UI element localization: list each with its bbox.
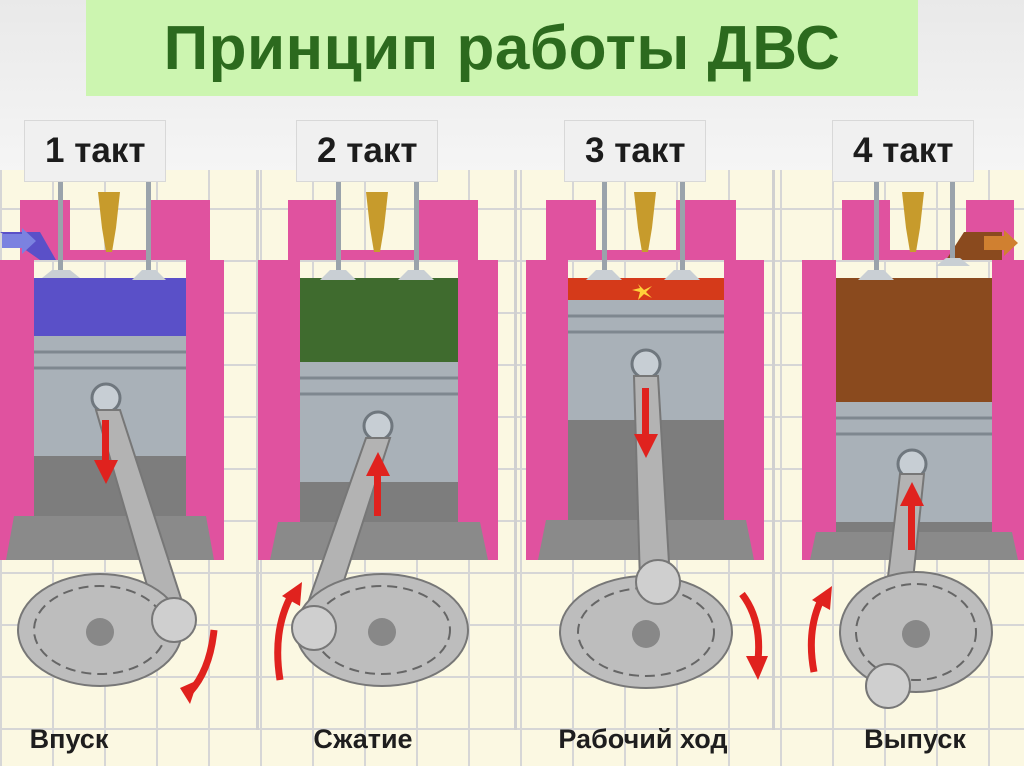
- stroke-label: 4 такт: [832, 120, 975, 182]
- intake-valve-stem: [58, 182, 63, 276]
- exhaust-valve-stem: [146, 182, 151, 278]
- piston-direction-arrow: [642, 388, 649, 434]
- combustion-chamber: [34, 278, 186, 336]
- spark-plug: [902, 192, 924, 252]
- piston-pin: [90, 382, 122, 414]
- spark-plug: [98, 192, 120, 252]
- page-title: Принцип работы ДВС: [163, 13, 841, 83]
- engine-diagram-exhaust: [802, 182, 1024, 709]
- spark-plug: [366, 192, 388, 252]
- title-banner: Принцип работы ДВС: [86, 0, 918, 96]
- piston-direction-arrow: [102, 420, 109, 460]
- crank-pin: [635, 559, 681, 605]
- spark-plug: [634, 192, 656, 252]
- engine-diagram-power: [526, 182, 768, 689]
- stage-divider: [514, 170, 517, 730]
- stage-intake: 1 такт Впуск: [0, 120, 258, 766]
- stage-divider: [772, 170, 775, 730]
- cylinder-wall-left: [0, 260, 34, 560]
- engine-diagram-compression: [258, 182, 498, 687]
- crank-pin: [291, 605, 337, 651]
- combustion-chamber: [300, 278, 458, 362]
- rotation-arrow: [739, 591, 763, 661]
- stage-divider: [256, 170, 259, 730]
- stroke-label: 3 такт: [564, 120, 707, 182]
- stage-compression: 2 такт Сжатие: [258, 120, 516, 766]
- piston-direction-arrow: [908, 506, 915, 550]
- stage-caption: Выпуск: [864, 724, 966, 754]
- ignition-spark: [632, 284, 652, 300]
- stage-caption: Сжатие: [313, 724, 413, 754]
- stroke-label: 1 такт: [24, 120, 167, 182]
- exhaust-valve: [398, 270, 434, 280]
- rotation-arrow: [274, 592, 296, 681]
- stroke-label: 2 такт: [296, 120, 439, 182]
- stage-caption: Рабочий ход: [558, 724, 728, 754]
- cylinder-wall-right: [186, 260, 224, 560]
- exhaust-valve: [936, 258, 970, 266]
- piston-direction-arrow: [374, 476, 381, 516]
- stage-exhaust: 4 такт Выпуск: [766, 120, 1024, 766]
- rotation-arrow: [807, 596, 826, 673]
- cylinder-head: [20, 200, 210, 260]
- crank-pin: [865, 663, 911, 709]
- piston-pin: [630, 348, 662, 380]
- intake-valve: [858, 270, 894, 280]
- exhaust-flow-arrow: [984, 230, 1018, 256]
- crank-pin: [151, 597, 197, 643]
- piston-pin: [362, 410, 394, 442]
- engine-diagram-intake: [0, 182, 224, 704]
- stage-power: 3 такт Рабочий ход: [516, 120, 774, 766]
- intake-valve: [42, 270, 80, 278]
- combustion-chamber: [836, 278, 992, 402]
- intake-valve: [586, 270, 622, 280]
- exhaust-valve: [664, 270, 700, 280]
- exhaust-valve: [132, 270, 166, 280]
- stage-caption: Впуск: [29, 724, 109, 754]
- intake-flow-arrow: [2, 228, 36, 254]
- intake-valve: [320, 270, 356, 280]
